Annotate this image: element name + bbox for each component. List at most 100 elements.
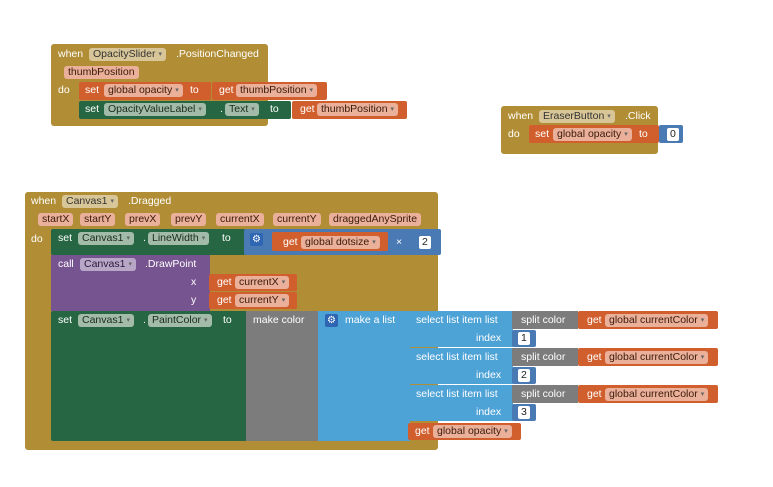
split-color-block-2[interactable] [512,348,578,366]
event-param-startx[interactable]: startX [38,213,74,226]
component-dropdown-canvas1[interactable]: Canvas1▾ [62,195,118,208]
component-dropdown-opacityvaluelabel[interactable]: OpacityValueLabel▾ [104,103,206,116]
make-a-list-block[interactable] [318,311,410,441]
when-label: when [508,110,534,122]
chevron-down-icon: ▾ [110,198,114,205]
dot-label: . [143,314,146,326]
component-dropdown-opacityslider[interactable]: OpacitySlider▾ [89,48,166,61]
mutator-gear-icon[interactable]: ⚙ [325,314,338,327]
event-param-draggedanysprite[interactable]: draggedAnySprite [329,213,422,226]
chevron-down-icon: ▾ [251,106,255,113]
component-dropdown-canvas1[interactable]: Canvas1▾ [78,232,134,245]
chevron-down-icon: ▾ [198,106,202,113]
to-label: to [223,314,232,326]
component-dropdown-eraserbutton[interactable]: EraserButton▾ [539,110,615,123]
index-label: index [476,406,502,418]
chevron-down-icon: ▾ [175,87,179,94]
chevron-down-icon: ▾ [390,106,395,113]
variable-dropdown-thumbposition[interactable]: thumbPosition▾ [236,84,318,97]
do-label: do [58,84,70,96]
select-list-item-block-1[interactable] [408,311,513,347]
to-label: to [190,84,199,96]
property-dropdown-linewidth[interactable]: LineWidth▾ [148,232,210,245]
to-label: to [270,103,279,115]
event-param-currenty[interactable]: currentY [273,213,321,226]
chevron-down-icon: ▾ [126,235,130,242]
set-label: set [58,232,73,244]
chevron-down-icon: ▾ [607,113,611,120]
get-label: get [415,425,430,437]
dot-label: . [143,232,146,244]
event-param-currentx[interactable]: currentX [216,213,264,226]
do-label: do [31,233,43,245]
get-label: get [283,236,298,248]
number-value-1[interactable]: 1 [518,332,530,345]
variable-dropdown-thumbposition[interactable]: thumbPosition▾ [317,103,399,116]
number-value-0[interactable]: 0 [667,128,679,141]
chevron-down-icon: ▾ [281,279,286,286]
variable-dropdown-global-currentcolor[interactable]: global currentColor▾ [605,388,709,401]
mutator-gear-icon[interactable]: ⚙ [250,233,263,246]
call-label: call [58,258,74,270]
component-dropdown-canvas1[interactable]: Canvas1▾ [80,258,136,271]
chevron-down-icon: ▾ [700,317,705,324]
event-name-label: .Click [625,110,651,122]
make-a-list-label: make a list [345,314,396,326]
split-color-block-1[interactable] [512,311,578,329]
variable-dropdown-global-currentcolor[interactable]: global currentColor▾ [605,351,709,364]
method-name-label: .DrawPoint [145,258,197,270]
split-color-block-3[interactable] [512,385,578,403]
to-label: to [639,128,648,140]
event-block-opacityslider-body-gap [410,80,420,81]
when-label: when [58,48,84,60]
number-value-3[interactable]: 3 [518,406,530,419]
select-list-item-label: select list item list [416,314,498,326]
make-color-label: make color [253,314,305,326]
event-name-label: .PositionChanged [176,48,259,60]
number-value-2[interactable]: 2 [518,369,530,382]
select-list-item-block-2[interactable] [408,348,513,384]
variable-dropdown-global-dotsize[interactable]: global dotsize▾ [301,236,380,249]
select-list-item-label: select list item list [416,351,498,363]
y-arg-label: y [191,294,197,306]
get-label: get [587,314,602,326]
property-dropdown-paintcolor[interactable]: PaintColor▾ [148,314,212,327]
variable-dropdown-global-currentcolor[interactable]: global currentColor▾ [605,314,709,327]
set-label: set [85,103,100,115]
event-param-starty[interactable]: startY [80,213,116,226]
get-label: get [217,276,232,288]
chevron-down-icon: ▾ [372,239,376,246]
set-label: set [85,84,100,96]
event-param-prevx[interactable]: prevX [125,213,161,226]
chevron-down-icon: ▾ [504,428,508,435]
property-dropdown-text[interactable]: Text▾ [225,103,259,116]
get-label: get [219,84,234,96]
variable-dropdown-global-opacity[interactable]: global opacity▾ [104,84,183,97]
event-param-thumbposition[interactable]: thumbPosition [64,66,139,79]
number-value-2[interactable]: 2 [419,236,431,249]
make-color-block[interactable] [246,311,320,441]
chevron-down-icon: ▾ [126,317,130,324]
to-label: to [222,232,231,244]
event-name-label: .Dragged [128,195,172,207]
set-canvas1-paintcolor-block[interactable] [51,311,247,441]
get-label: get [587,351,602,363]
variable-dropdown-global-opacity[interactable]: global opacity▾ [553,128,632,141]
when-label: when [31,195,57,207]
variable-dropdown-global-opacity[interactable]: global opacity▾ [433,425,512,438]
event-param-prevy[interactable]: prevY [171,213,207,226]
set-label: set [535,128,550,140]
set-label: set [58,314,73,326]
dot-label: . [220,103,223,115]
variable-dropdown-currenty[interactable]: currentY▾ [235,294,290,307]
chevron-down-icon: ▾ [624,131,628,138]
chevron-down-icon: ▾ [281,297,286,304]
chevron-down-icon: ▾ [309,87,314,94]
multiply-operator: × [396,236,403,248]
component-dropdown-canvas1[interactable]: Canvas1▾ [78,314,134,327]
variable-dropdown-currentx[interactable]: currentX▾ [235,276,290,289]
select-list-item-block-3[interactable] [408,385,513,421]
chevron-down-icon: ▾ [700,391,705,398]
chevron-down-icon: ▾ [204,317,208,324]
split-color-label: split color [521,388,566,400]
